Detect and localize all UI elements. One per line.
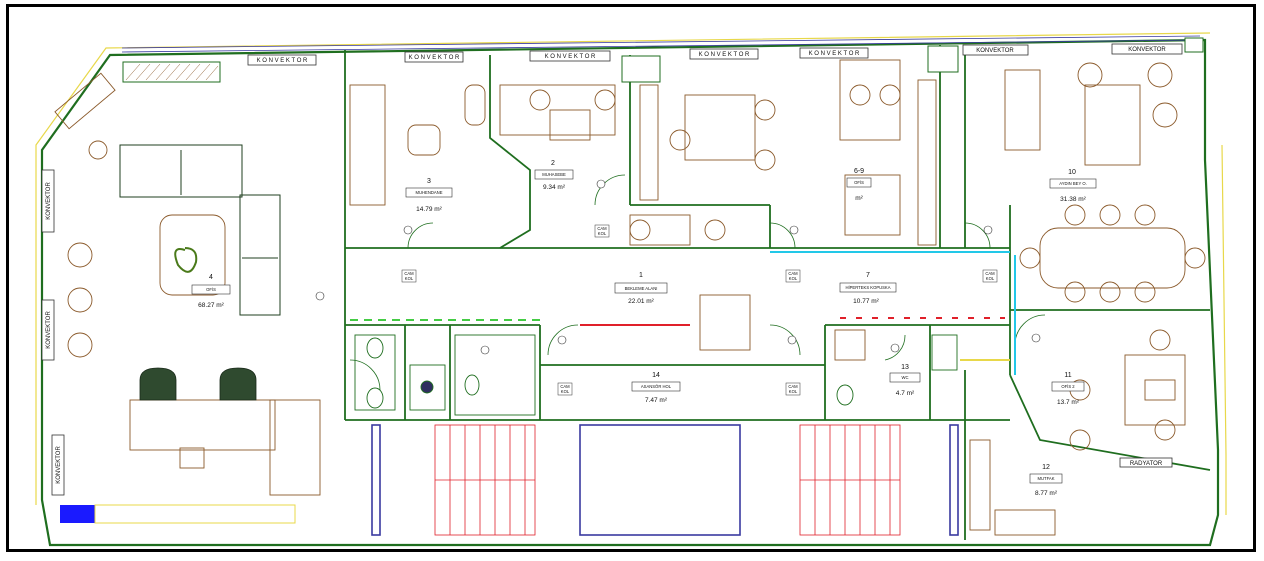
svg-text:3: 3 xyxy=(427,178,431,185)
wc-fixtures xyxy=(354,334,958,416)
svg-text:MUHASEBE: MUHASEBE xyxy=(542,172,566,177)
room-label-6-9: 6-9 OFİS m² xyxy=(846,168,872,202)
konvektor-boxes xyxy=(41,43,1183,496)
room-label-3: 3 MUHENDANE 14.79 m² xyxy=(405,178,453,213)
svg-text:m²: m² xyxy=(855,195,863,202)
room-label-4: 4 OFİS 68.27 m² xyxy=(191,274,231,309)
window-hatch xyxy=(125,63,219,81)
svg-text:6-9: 6-9 xyxy=(854,168,864,175)
radyator-label: RADYATOR xyxy=(1130,461,1163,467)
svg-text:7.47 m²: 7.47 m² xyxy=(645,397,668,404)
room-label-13: 13 WC 4.7 m² xyxy=(889,364,921,397)
svg-text:MUTFAK: MUTFAK xyxy=(1038,476,1055,481)
svg-text:ASANSÖR HOL: ASANSÖR HOL xyxy=(641,384,672,389)
exterior-walls xyxy=(40,38,1220,547)
stair-right xyxy=(799,424,901,536)
room-label-10: 10 AYDIN BEY O. 31.38 m² xyxy=(1049,169,1097,203)
svg-text:CAM: CAM xyxy=(404,271,414,276)
svg-text:KOL: KOL xyxy=(561,389,570,394)
svg-text:KOL: KOL xyxy=(986,276,995,281)
svg-text:9.34 m²: 9.34 m² xyxy=(543,184,566,191)
furniture-room-4 xyxy=(54,72,321,496)
konvektor-label-6: KONVEKTOR xyxy=(976,48,1014,54)
exterior-window-mullions xyxy=(121,35,1201,53)
radiator-blue xyxy=(60,505,95,523)
svg-text:13: 13 xyxy=(901,364,909,371)
colored-partitions xyxy=(350,251,1016,375)
svg-text:22.01 m²: 22.01 m² xyxy=(628,298,654,305)
exterior-window-line xyxy=(35,32,1227,515)
sofa-room-4 xyxy=(119,144,281,316)
svg-text:1: 1 xyxy=(639,272,643,279)
svg-text:MUHENDANE: MUHENDANE xyxy=(416,190,443,195)
svg-text:BEKLEME ALANI: BEKLEME ALANI xyxy=(625,286,658,291)
door-tags: CAM KOL CAM KOL CAM KOL CAM KOL CAM KOL … xyxy=(401,224,998,396)
armchairs-room-4 xyxy=(139,367,257,401)
room-label-14: 14 ASANSÖR HOL 7.47 m² xyxy=(631,372,681,404)
room-label-11: 11 OFİS 2 13.7 m² xyxy=(1051,372,1085,406)
interior-walls xyxy=(344,45,1211,540)
room-label-2: 2 MUHASEBE 9.34 m² xyxy=(534,160,574,191)
konvektor-label-left-3: KONVEKTOR xyxy=(56,446,62,484)
konvektor-label-5: K O N V E K T O R xyxy=(809,51,860,57)
svg-text:CAM: CAM xyxy=(597,226,607,231)
konvektor-label-1: K O N V E K T O R xyxy=(257,58,308,64)
svg-text:13.7 m²: 13.7 m² xyxy=(1057,399,1080,406)
svg-text:7: 7 xyxy=(866,272,870,279)
svg-text:OFİS: OFİS xyxy=(206,287,216,292)
konvektor-label-2: K O N V E K T O R xyxy=(409,55,460,61)
svg-text:OFİS: OFİS xyxy=(854,180,864,185)
elevator-shafts xyxy=(371,424,959,536)
furniture-upper-offices xyxy=(349,59,1206,303)
room-label-12: 12 MUTFAK 8.77 m² xyxy=(1029,464,1063,497)
svg-text:AYDIN BEY O.: AYDIN BEY O. xyxy=(1059,181,1087,186)
svg-text:11: 11 xyxy=(1064,372,1071,379)
konvektor-label-4: K O N V E K T O R xyxy=(699,52,750,58)
floor-plan-frame xyxy=(6,4,1256,552)
door-bubbles xyxy=(315,179,1041,355)
svg-text:12: 12 xyxy=(1042,464,1050,471)
stair-left xyxy=(434,424,536,536)
konvektor-label-left-1: KONVEKTOR xyxy=(46,182,52,220)
svg-text:CAM: CAM xyxy=(985,271,995,276)
svg-text:CAM: CAM xyxy=(788,384,798,389)
svg-text:CAM: CAM xyxy=(788,271,798,276)
room-label-1: 1 BEKLEME ALANI 22.01 m² xyxy=(614,272,668,305)
svg-text:KOL: KOL xyxy=(598,231,607,236)
svg-text:10.77 m²: 10.77 m² xyxy=(853,298,879,305)
svg-text:14: 14 xyxy=(652,372,660,379)
svg-text:68.27 m²: 68.27 m² xyxy=(198,302,224,309)
room-label-7: 7 HİPERTEKS KOPUSKA 10.77 m² xyxy=(839,272,897,305)
svg-text:31.38 m²: 31.38 m² xyxy=(1060,196,1086,203)
svg-text:WC: WC xyxy=(902,375,909,380)
svg-text:4: 4 xyxy=(209,274,213,281)
svg-text:HİPERTEKS KOPUSKA: HİPERTEKS KOPUSKA xyxy=(845,285,890,290)
svg-text:CAM: CAM xyxy=(560,384,570,389)
svg-text:OFİS 2: OFİS 2 xyxy=(1061,384,1075,389)
plant-icon xyxy=(174,247,198,273)
svg-text:14.79 m²: 14.79 m² xyxy=(416,206,442,213)
konvektor-label-3: K O N V E K T O R xyxy=(545,54,596,60)
svg-text:10: 10 xyxy=(1068,169,1076,176)
svg-text:8.77 m²: 8.77 m² xyxy=(1035,490,1058,497)
bench-yellow xyxy=(94,504,296,524)
konvektor-label-left-2: KONVEKTOR xyxy=(46,311,52,349)
svg-text:KOL: KOL xyxy=(789,389,798,394)
svg-text:4.7 m²: 4.7 m² xyxy=(896,390,915,397)
svg-text:2: 2 xyxy=(551,160,555,167)
konvektor-label-7: KONVEKTOR xyxy=(1128,47,1166,53)
svg-text:KOL: KOL xyxy=(405,276,414,281)
svg-text:KOL: KOL xyxy=(789,276,798,281)
